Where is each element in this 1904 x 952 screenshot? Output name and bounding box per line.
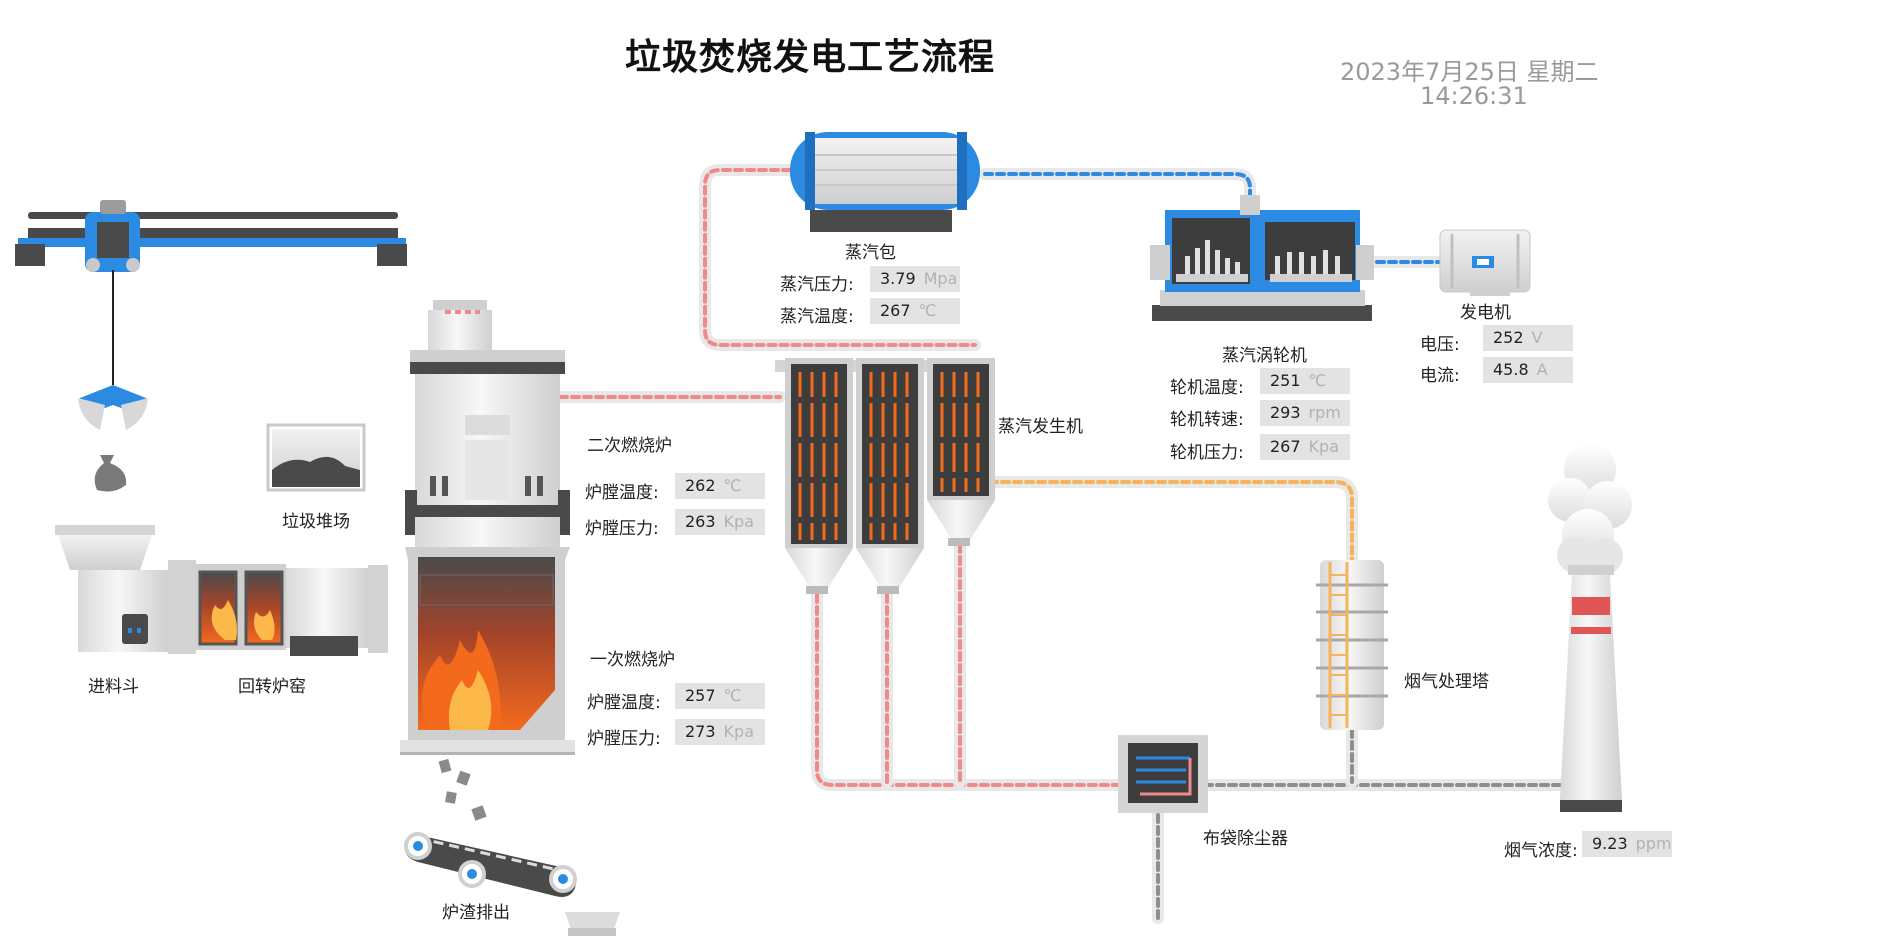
primary-furnace-graphic <box>400 547 575 755</box>
flue-tower-label: 烟气处理塔 <box>1404 672 1489 692</box>
slag-discharge-label: 炉渣排出 <box>442 903 510 923</box>
voltage-label: 电压: <box>1420 335 1460 355</box>
turbine-pressure-value: 267 <box>1270 437 1301 456</box>
turbine-speed-value: 293 <box>1270 403 1301 422</box>
steam-generator-label: 蒸汽发生机 <box>998 417 1083 437</box>
turbine-speed-label: 轮机转速: <box>1170 410 1244 430</box>
primary-furnace-label: 一次燃烧炉 <box>590 650 675 670</box>
bag-filter-graphic <box>1118 735 1208 813</box>
primary-pressure-value: 273 <box>685 722 716 741</box>
secondary-temp-readout: 262 ℃ <box>675 473 765 499</box>
flue-tower-graphic <box>1316 560 1388 730</box>
turbine-temp-label: 轮机温度: <box>1170 378 1244 398</box>
turbine-label: 蒸汽涡轮机 <box>1222 346 1307 366</box>
drum-temp-readout: 267 ℃ <box>870 298 960 324</box>
drum-pressure-unit: Mpa <box>923 269 958 288</box>
turbine-speed-readout: 293 rpm <box>1260 400 1350 426</box>
current-value: 45.8 <box>1493 360 1529 379</box>
steam-generator-graphic <box>775 358 995 594</box>
turbine-graphic <box>1150 195 1374 321</box>
secondary-pressure-label: 炉膛压力: <box>585 519 659 539</box>
primary-pressure-readout: 273 Kpa <box>675 719 765 745</box>
primary-temp-unit: ℃ <box>723 686 742 705</box>
flue-conc-readout: 9.23 ppm <box>1582 831 1672 857</box>
flue-conc-label: 烟气浓度: <box>1504 841 1578 861</box>
voltage-value: 252 <box>1493 328 1524 347</box>
generator-graphic <box>1439 229 1531 296</box>
rotary-kiln-graphic <box>168 560 388 656</box>
turbine-pressure-unit: Kpa <box>1308 437 1339 456</box>
steam-pipes <box>554 164 1571 924</box>
secondary-furnace-graphic <box>405 300 570 547</box>
bag-filter-label: 布袋除尘器 <box>1203 829 1288 849</box>
current-time: 14:26:31 <box>1420 82 1528 110</box>
turbine-temp-unit: ℃ <box>1308 371 1327 390</box>
drum-temp-unit: ℃ <box>918 301 937 320</box>
feed-hopper-label: 进料斗 <box>88 677 139 697</box>
page-title: 垃圾焚烧发电工艺流程 <box>625 37 996 78</box>
primary-pressure-label: 炉膛压力: <box>587 729 661 749</box>
steam-drum-graphic <box>790 132 980 232</box>
turbine-speed-unit: rpm <box>1308 403 1341 422</box>
current-unit: A <box>1536 360 1548 379</box>
primary-pressure-unit: Kpa <box>723 722 754 741</box>
secondary-pressure-value: 263 <box>685 512 716 531</box>
turbine-pressure-readout: 267 Kpa <box>1260 434 1350 460</box>
drum-pressure-readout: 3.79 Mpa <box>870 266 960 292</box>
current-readout: 45.8 A <box>1483 357 1573 383</box>
voltage-readout: 252 V <box>1483 325 1573 351</box>
drum-temp-label: 蒸汽温度: <box>780 307 854 327</box>
chimney-graphic <box>1548 444 1632 812</box>
primary-temp-value: 257 <box>685 686 716 705</box>
current-date: 2023年7月25日 星期二 <box>1340 58 1599 86</box>
secondary-temp-label: 炉膛温度: <box>585 483 659 503</box>
secondary-temp-unit: ℃ <box>723 476 742 495</box>
secondary-furnace-label: 二次燃烧炉 <box>587 436 672 456</box>
secondary-pressure-readout: 263 Kpa <box>675 509 765 535</box>
drum-pressure-label: 蒸汽压力: <box>780 275 854 295</box>
slag-conveyor-graphic <box>404 758 620 936</box>
primary-temp-readout: 257 ℃ <box>675 683 765 709</box>
turbine-pressure-label: 轮机压力: <box>1170 443 1244 463</box>
secondary-pressure-unit: Kpa <box>723 512 754 531</box>
garbage-yard-graphic <box>266 423 366 492</box>
generator-label: 发电机 <box>1460 303 1511 323</box>
voltage-unit: V <box>1531 328 1543 347</box>
current-label: 电流: <box>1420 366 1460 386</box>
steam-drum-label: 蒸汽包 <box>845 243 896 263</box>
turbine-temp-value: 251 <box>1270 371 1301 390</box>
drum-pressure-value: 3.79 <box>880 269 916 288</box>
turbine-temp-readout: 251 ℃ <box>1260 368 1350 394</box>
flue-conc-value: 9.23 <box>1592 834 1628 853</box>
primary-temp-label: 炉膛温度: <box>587 693 661 713</box>
drum-temp-value: 267 <box>880 301 911 320</box>
grab-crane <box>15 200 407 492</box>
flue-conc-unit: ppm <box>1635 834 1672 853</box>
rotary-kiln-label: 回转炉窑 <box>238 677 306 697</box>
garbage-yard-label: 垃圾堆场 <box>282 512 350 532</box>
secondary-temp-value: 262 <box>685 476 716 495</box>
feed-hopper-graphic <box>55 525 168 652</box>
